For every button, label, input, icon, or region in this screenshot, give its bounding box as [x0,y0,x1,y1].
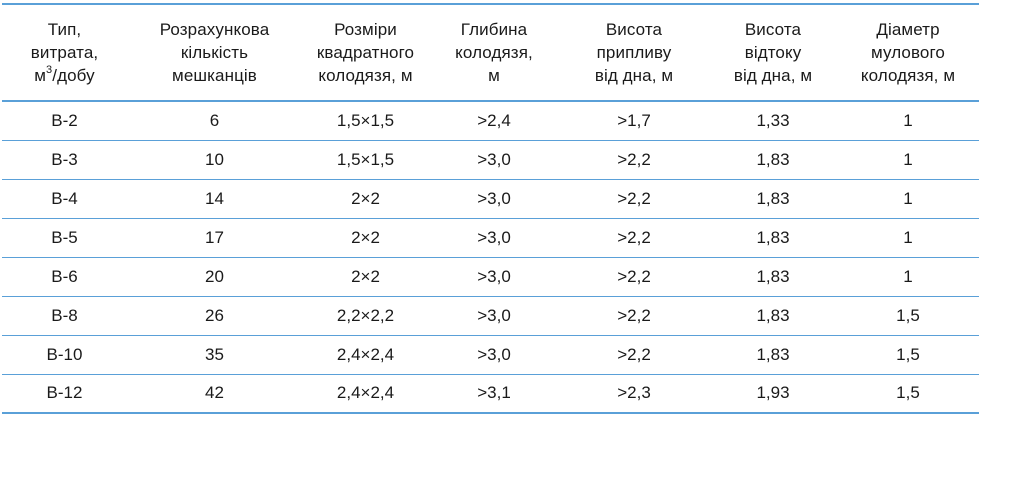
unit-superscript: 3 [46,64,53,77]
table-body: В-2 6 1,5×1,5 >2,4 >1,7 1,33 1 В-3 10 1,… [2,101,979,414]
cell-inflow: >2,2 [559,179,709,219]
cell-outflow: 1,83 [709,179,837,219]
cell-diameter: 1,5 [837,374,979,414]
header-well-size: Розміри квадратного колодязя, м [302,3,429,102]
cell-size: 2×2 [302,179,429,219]
header-line: квадратного [316,43,415,62]
header-line: Висота [605,20,663,39]
cell-diameter: 1 [837,179,979,219]
cell-residents: 20 [127,257,302,297]
cell-outflow: 1,83 [709,257,837,297]
cell-size: 2×2 [302,257,429,297]
cell-depth: >3,0 [429,218,559,258]
cell-size: 2,2×2,2 [302,296,429,336]
cell-inflow: >2,2 [559,257,709,297]
table-row: В-6 20 2×2 >3,0 >2,2 1,83 1 [2,257,979,297]
table-row: В-5 17 2×2 >3,0 >2,2 1,83 1 [2,218,979,258]
header-line: Розрахункова [159,20,270,39]
table-row: В-10 35 2,4×2,4 >3,0 >2,2 1,83 1,5 [2,335,979,375]
cell-depth: >3,0 [429,140,559,180]
header-line: м [488,66,500,85]
table-row: В-12 42 2,4×2,4 >3,1 >2,3 1,93 1,5 [2,374,979,414]
cell-inflow: >2,3 [559,374,709,414]
cell-residents: 17 [127,218,302,258]
cell-depth: >3,1 [429,374,559,414]
cell-outflow: 1,83 [709,218,837,258]
cell-type: В-8 [2,296,127,336]
header-line: Тип, [47,20,82,39]
header-line: колодязя, м [318,66,413,85]
septic-well-spec-table: Тип, витрата, м3/добу Розрахункова кільк… [2,3,979,414]
cell-outflow: 1,93 [709,374,837,414]
cell-depth: >3,0 [429,179,559,219]
cell-diameter: 1 [837,101,979,141]
cell-inflow: >2,2 [559,296,709,336]
spec-table-container: Тип, витрата, м3/добу Розрахункова кільк… [2,3,979,414]
header-line: Висота [744,20,802,39]
header-line: мешканців [172,66,257,85]
header-type-flow: Тип, витрата, м3/добу [2,3,127,102]
header-line: Розміри [334,20,397,39]
cell-diameter: 1,5 [837,296,979,336]
header-line: мулового [871,43,945,62]
header-well-depth: Глибина колодязя, м [429,3,559,102]
header-row: Тип, витрата, м3/добу Розрахункова кільк… [2,3,979,102]
table-row: В-2 6 1,5×1,5 >2,4 >1,7 1,33 1 [2,101,979,141]
header-line: від дна, м [594,66,674,85]
cell-residents: 26 [127,296,302,336]
header-inflow-height: Висота припливу від дна, м [559,3,709,102]
cell-outflow: 1,83 [709,140,837,180]
cell-type: В-4 [2,179,127,219]
header-line: колодязя, м [860,66,956,85]
cell-inflow: >2,2 [559,335,709,375]
cell-diameter: 1,5 [837,335,979,375]
cell-diameter: 1 [837,257,979,297]
table-header: Тип, витрата, м3/добу Розрахункова кільк… [2,3,979,102]
cell-size: 2,4×2,4 [302,374,429,414]
cell-residents: 10 [127,140,302,180]
header-line: відтоку [744,43,802,62]
cell-outflow: 1,33 [709,101,837,141]
cell-depth: >2,4 [429,101,559,141]
cell-diameter: 1 [837,218,979,258]
header-sludge-well-diameter: Діаметр мулового колодязя, м [837,3,979,102]
header-line: кількість [180,43,249,62]
cell-outflow: 1,83 [709,296,837,336]
cell-inflow: >2,2 [559,140,709,180]
cell-depth: >3,0 [429,296,559,336]
header-residents: Розрахункова кількість мешканців [127,3,302,102]
header-line: припливу [596,43,672,62]
cell-outflow: 1,83 [709,335,837,375]
cell-size: 2,4×2,4 [302,335,429,375]
cell-type: В-10 [2,335,127,375]
cell-type: В-12 [2,374,127,414]
header-line: колодязя, [455,43,533,62]
cell-type: В-6 [2,257,127,297]
cell-inflow: >2,2 [559,218,709,258]
cell-depth: >3,0 [429,257,559,297]
cell-residents: 6 [127,101,302,141]
header-line: від дна, м [733,66,813,85]
table-row: В-3 10 1,5×1,5 >3,0 >2,2 1,83 1 [2,140,979,180]
header-line: Глибина [460,20,528,39]
cell-depth: >3,0 [429,335,559,375]
table-row: В-8 26 2,2×2,2 >3,0 >2,2 1,83 1,5 [2,296,979,336]
cell-type: В-3 [2,140,127,180]
cell-size: 1,5×1,5 [302,140,429,180]
header-line: Діаметр [876,20,940,39]
header-line-unit: м3/добу [34,64,95,85]
cell-inflow: >1,7 [559,101,709,141]
table-row: В-4 14 2×2 >3,0 >2,2 1,83 1 [2,179,979,219]
cell-residents: 35 [127,335,302,375]
cell-residents: 42 [127,374,302,414]
cell-type: В-2 [2,101,127,141]
header-line: витрата, [30,43,99,62]
cell-size: 1,5×1,5 [302,101,429,141]
cell-size: 2×2 [302,218,429,258]
cell-residents: 14 [127,179,302,219]
cell-diameter: 1 [837,140,979,180]
cell-type: В-5 [2,218,127,258]
header-outflow-height: Висота відтоку від дна, м [709,3,837,102]
